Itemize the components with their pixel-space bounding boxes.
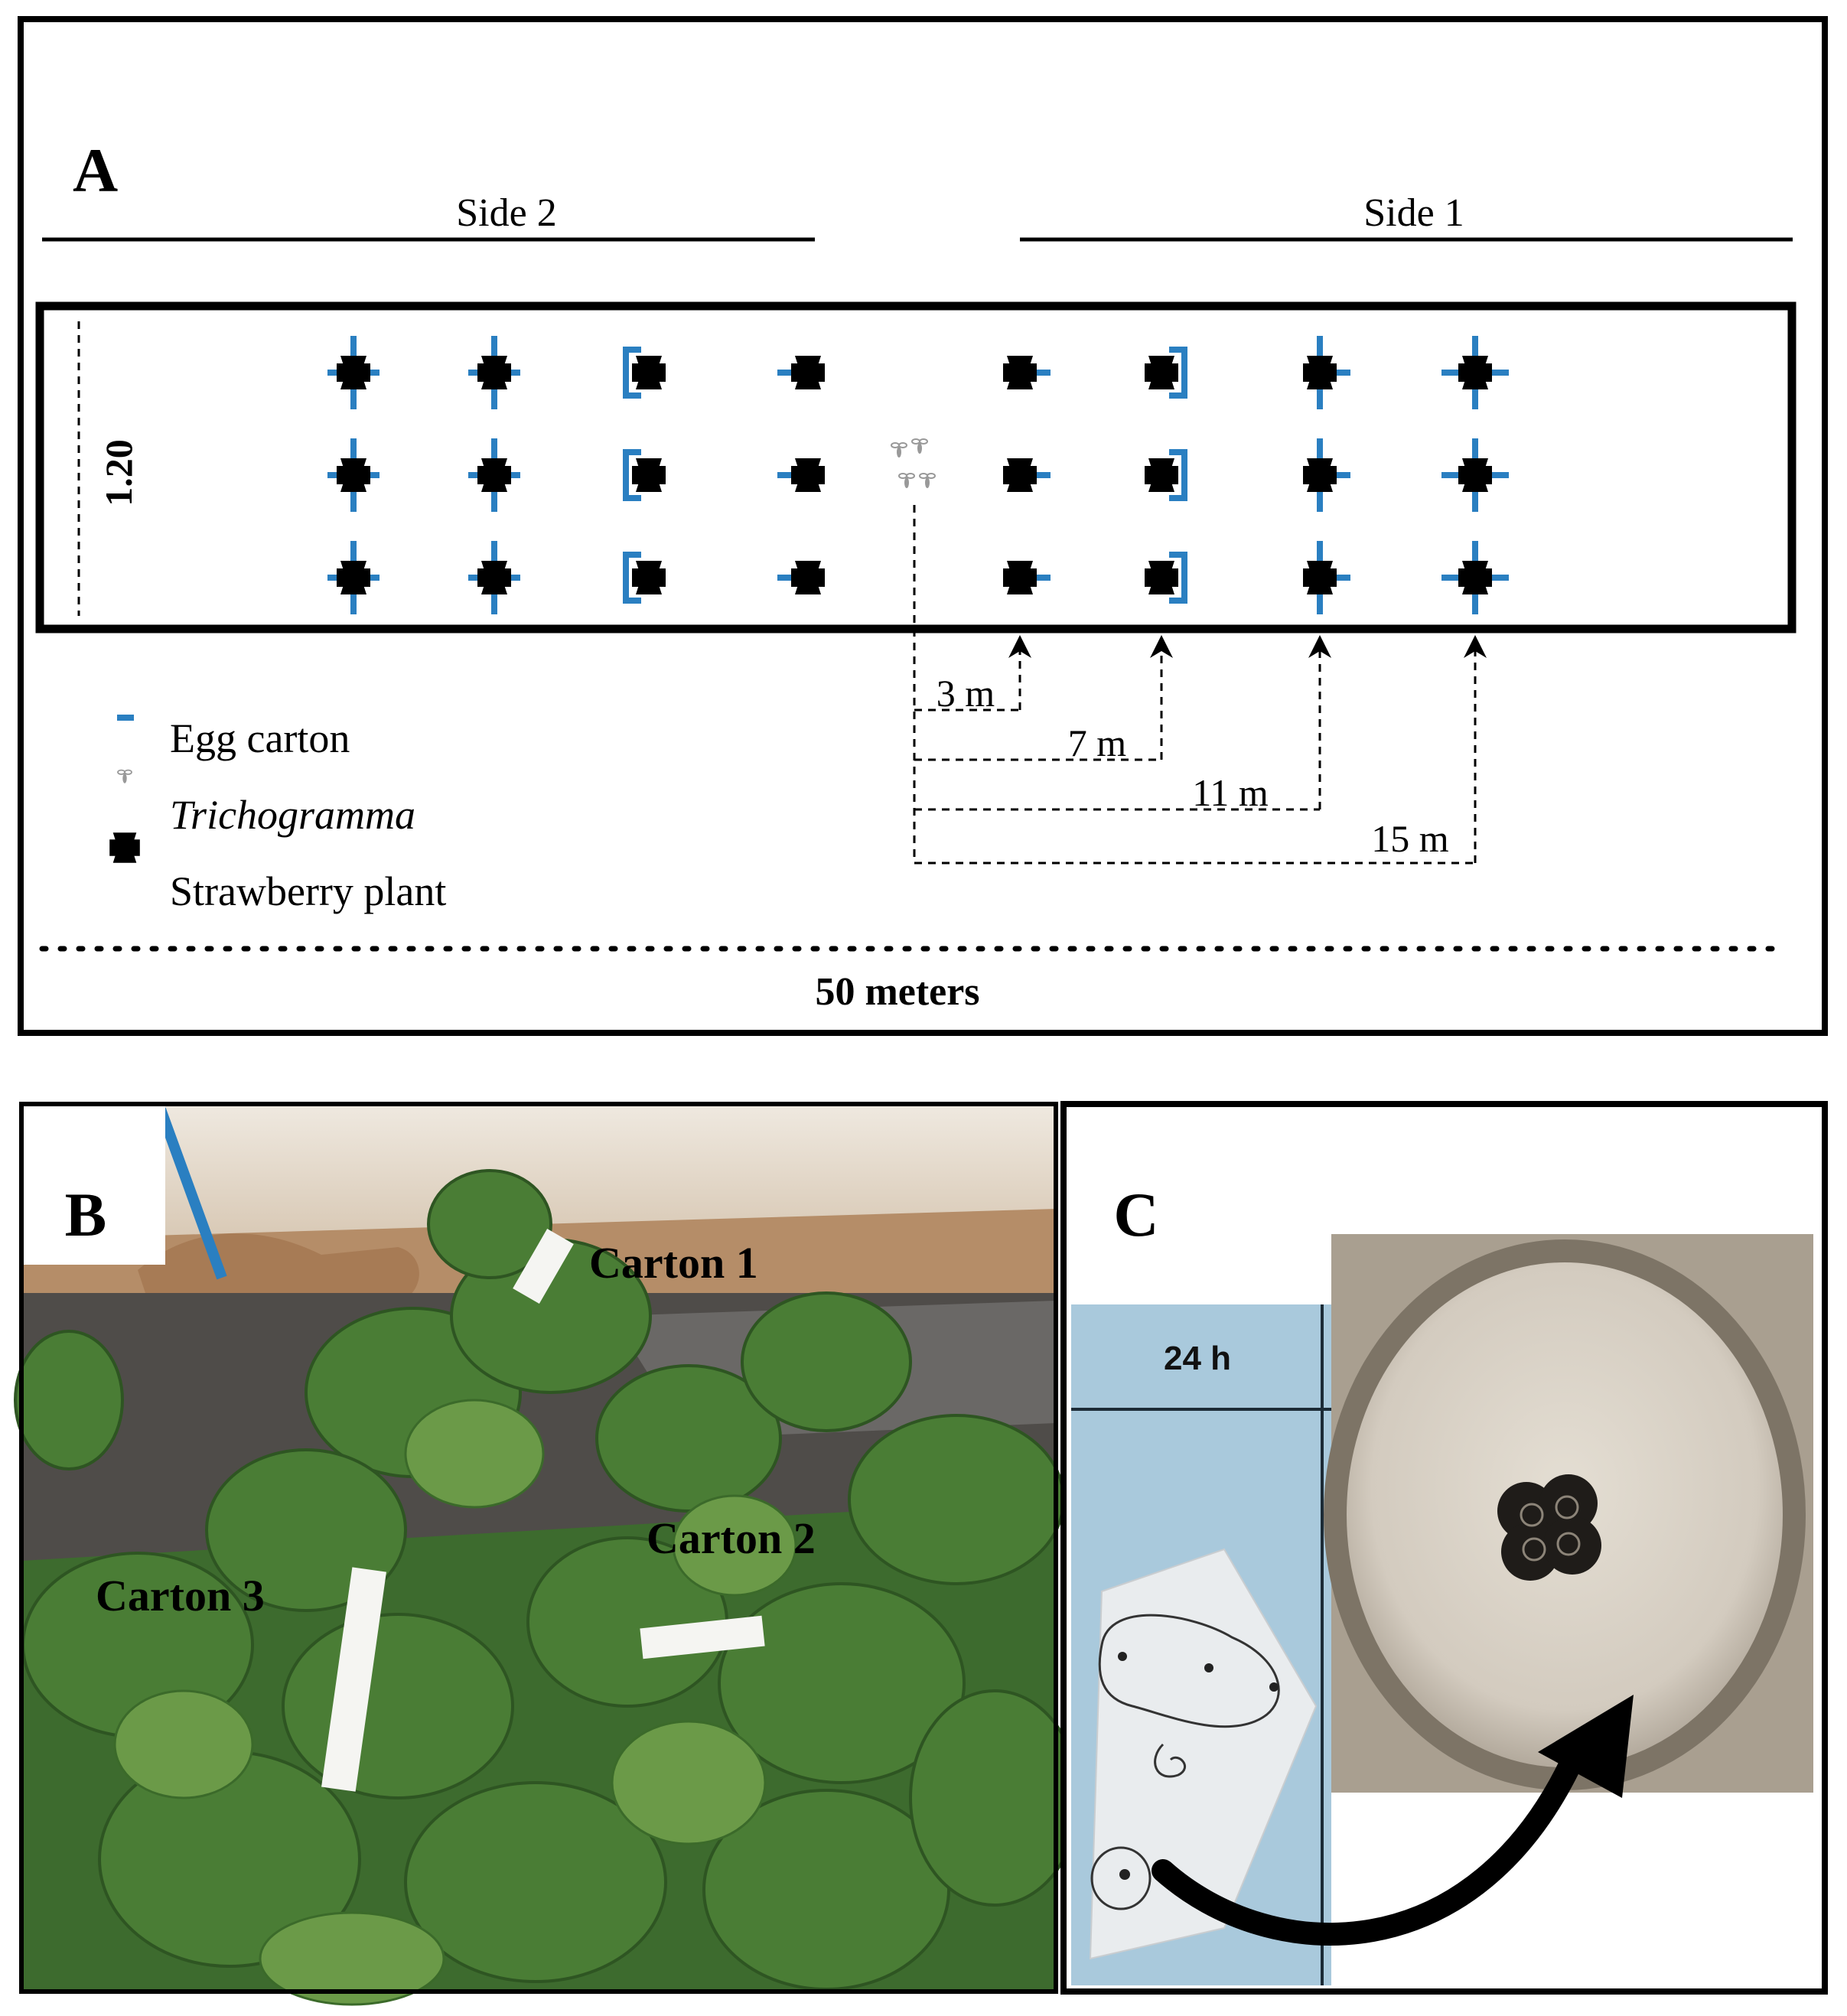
distance-3m: 3 m xyxy=(937,672,995,715)
time-label: 24 h xyxy=(1164,1340,1231,1377)
carton-2-label: Carton 2 xyxy=(647,1513,816,1563)
plant-col-7 xyxy=(1303,336,1350,614)
strawberry-bed xyxy=(35,301,1797,633)
plant-col-5 xyxy=(1003,356,1051,594)
side-1-label: Side 1 xyxy=(1363,191,1464,235)
distance-11m: 11 m xyxy=(1192,771,1269,814)
panel-c-label: C xyxy=(1113,1180,1158,1249)
width-label: 1.20 xyxy=(97,439,140,506)
panel-c: C 24 h xyxy=(1060,1101,1828,1995)
plant-col-4 xyxy=(777,356,825,594)
plant-grid xyxy=(327,336,1509,614)
egg-paper xyxy=(1089,1548,1318,1960)
plant-col-8 xyxy=(1441,336,1509,614)
parasitized-egg-icon xyxy=(1497,1474,1601,1581)
panel-a-frame xyxy=(18,16,1828,1036)
legend: Egg carton Trichogramma Strawberry plant xyxy=(109,715,446,914)
legend-egg-carton: Egg carton xyxy=(170,715,350,761)
side-2-label: Side 2 xyxy=(456,191,556,235)
panel-a-label: A xyxy=(73,135,118,205)
plant-col-1 xyxy=(327,336,379,614)
panel-a: A Side 2 Side 1 1.20 xyxy=(18,16,1828,1036)
legend-strawberry-plant: Strawberry plant xyxy=(170,868,446,914)
distance-lines xyxy=(913,505,1487,865)
distance-15m: 15 m xyxy=(1371,817,1449,860)
plant-col-6 xyxy=(1145,347,1187,604)
plant-col-2 xyxy=(468,336,520,614)
panel-b-label: B xyxy=(65,1180,107,1249)
carton-3-label: Carton 3 xyxy=(96,1571,265,1620)
highlighted-egg xyxy=(1090,1846,1152,1910)
distance-7m: 7 m xyxy=(1068,721,1127,764)
plant-col-3 xyxy=(623,347,666,604)
panel-b: B Carton 1 Carton 2 Carton 3 xyxy=(14,1102,1080,2006)
carton-1-label: Carton 1 xyxy=(589,1238,758,1288)
length-label: 50 meters xyxy=(815,970,979,1014)
legend-trichogramma: Trichogramma xyxy=(170,792,415,838)
zoom-arrow-icon xyxy=(1152,1741,1588,1946)
